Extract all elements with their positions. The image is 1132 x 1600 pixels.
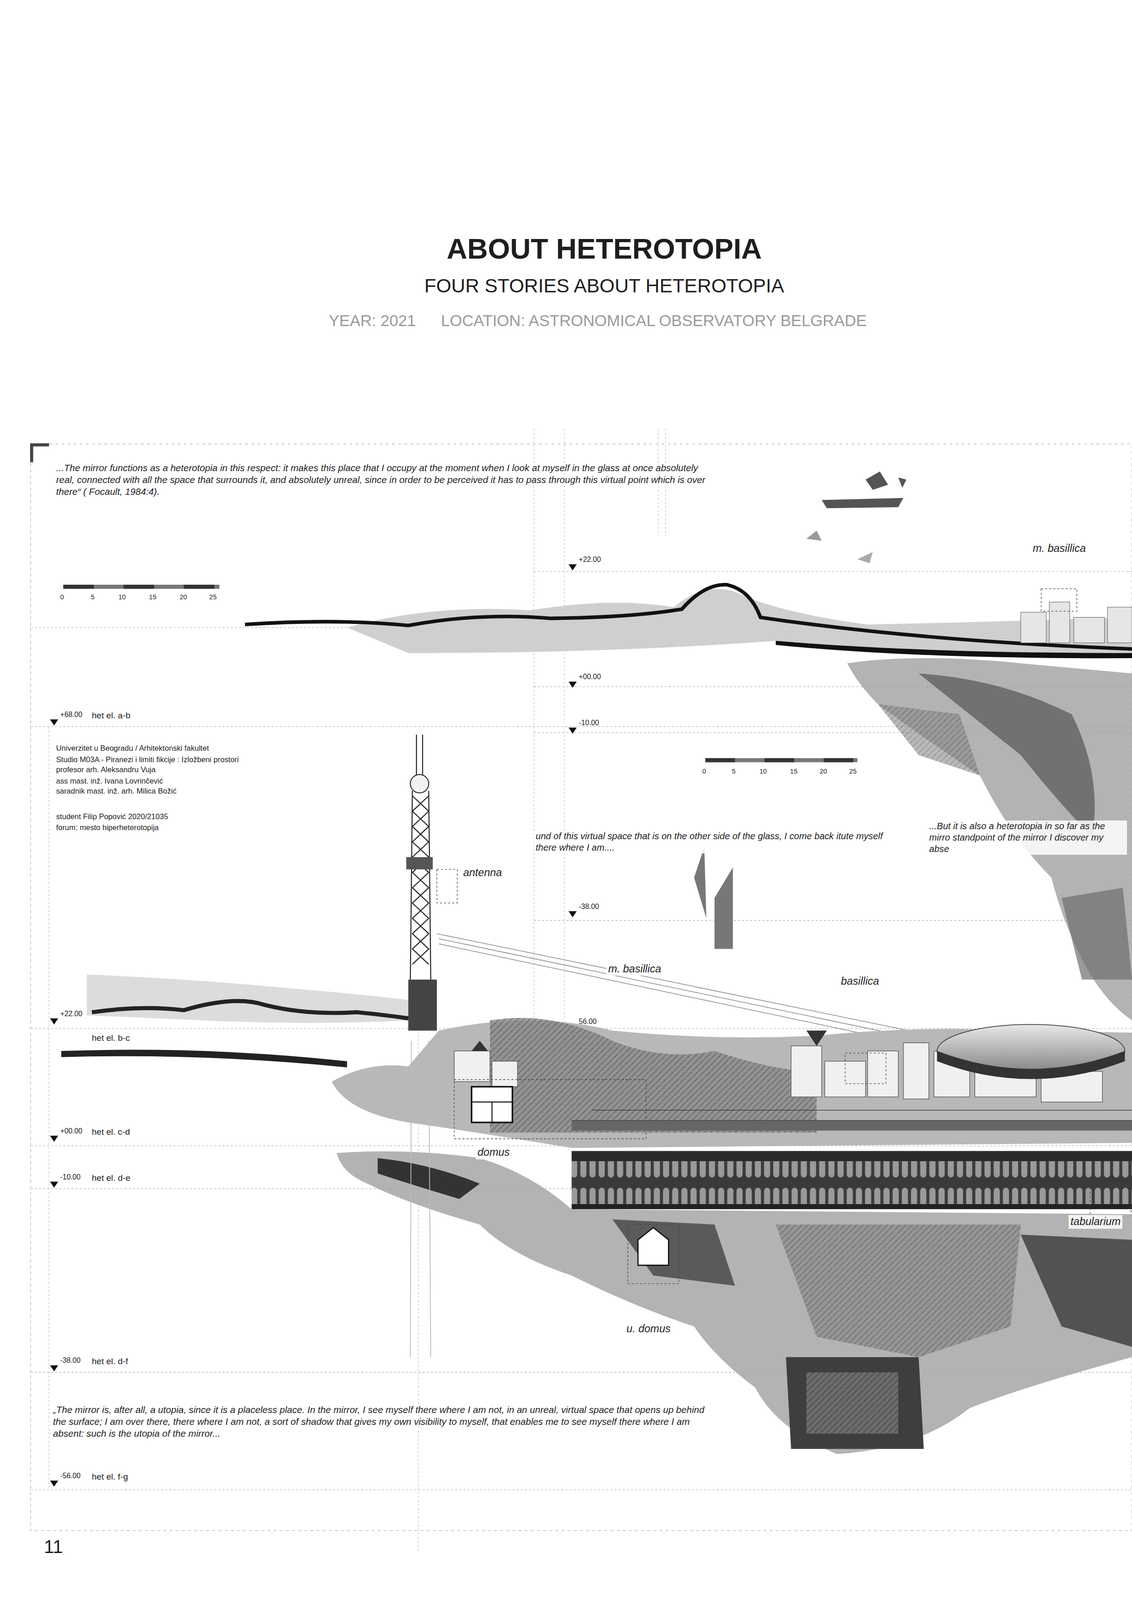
het: het el. b-c: [91, 1032, 130, 1044]
part-label: basillica: [839, 975, 882, 989]
quote: ...The mirror functions as a heterotopia…: [56, 462, 715, 498]
part-label: domus: [475, 1146, 512, 1160]
level: +00.00: [579, 672, 601, 682]
scale-number: 15: [790, 767, 798, 776]
quote: ...But it is also a heterotopia in so fa…: [927, 820, 1128, 856]
credit-line: saradnik mast. inž. arh. Milica Božić: [56, 787, 177, 797]
part-label: m. basillica: [606, 962, 663, 976]
het: het el. d-f: [91, 1356, 128, 1368]
scale-number: 0: [702, 767, 706, 776]
credit-line: profesor arh. Aleksandru Vuja: [56, 765, 156, 776]
part-label: u. domus: [624, 1322, 673, 1336]
het: het el. a-b: [91, 710, 131, 722]
level: -10.00: [579, 718, 600, 728]
level: 56.00: [579, 1017, 597, 1027]
level: +00.00: [60, 1126, 83, 1137]
title: ABOUT HETEROTOPIA: [196, 230, 1013, 267]
level: -10.00: [60, 1173, 81, 1183]
quote: und of this virtual space that is on the…: [533, 830, 895, 854]
het: het el. d-e: [91, 1173, 131, 1185]
credit-line: ass mast. inž. Ivana Lovrinčević: [56, 777, 163, 787]
credit-line: forum: mesto hiperheterotopija: [56, 823, 159, 834]
scale-number: 5: [731, 767, 736, 776]
level: +68.00: [60, 710, 83, 720]
meta: LOCATION: ASTRONOMICAL OBSERVATORY BELGR…: [440, 311, 867, 331]
scale-number: 25: [209, 593, 217, 602]
credit-line: student Filip Popović 2020/21035: [56, 812, 168, 823]
scale-number: 0: [60, 593, 64, 602]
scale-number: 20: [819, 767, 827, 776]
scale-number: 10: [759, 767, 767, 776]
het: het el. c-d: [91, 1126, 130, 1138]
quote: „The mirror is, after all, a utopia, sin…: [52, 1404, 712, 1440]
level: -38.00: [60, 1356, 81, 1366]
credit-line: Univerzitet u Beogradu / Arhitektonski f…: [56, 744, 209, 754]
level: -56.00: [60, 1471, 81, 1482]
scale-number: 5: [90, 593, 95, 602]
part-label: m. basillica: [1031, 542, 1088, 556]
meta: YEAR: 2021: [328, 311, 416, 331]
scale-number: 10: [118, 593, 126, 602]
part-label: antenna: [461, 866, 504, 880]
scale-number: 20: [179, 593, 188, 602]
level: -38.00: [579, 902, 600, 912]
subtitle: FOUR STORIES ABOUT HETEROTOPIA: [196, 273, 1013, 298]
scale-number: 25: [849, 767, 857, 776]
level: +22.00: [579, 555, 601, 565]
credit-line: Studio M03A - Piranezi i limiti fikcije …: [56, 755, 239, 766]
page-number: 11: [43, 1536, 63, 1560]
het: het el. f-g: [91, 1471, 128, 1483]
part-label: tabularium: [1068, 1215, 1123, 1229]
scale-number: 15: [149, 593, 157, 602]
level: +22.00: [60, 1009, 83, 1019]
